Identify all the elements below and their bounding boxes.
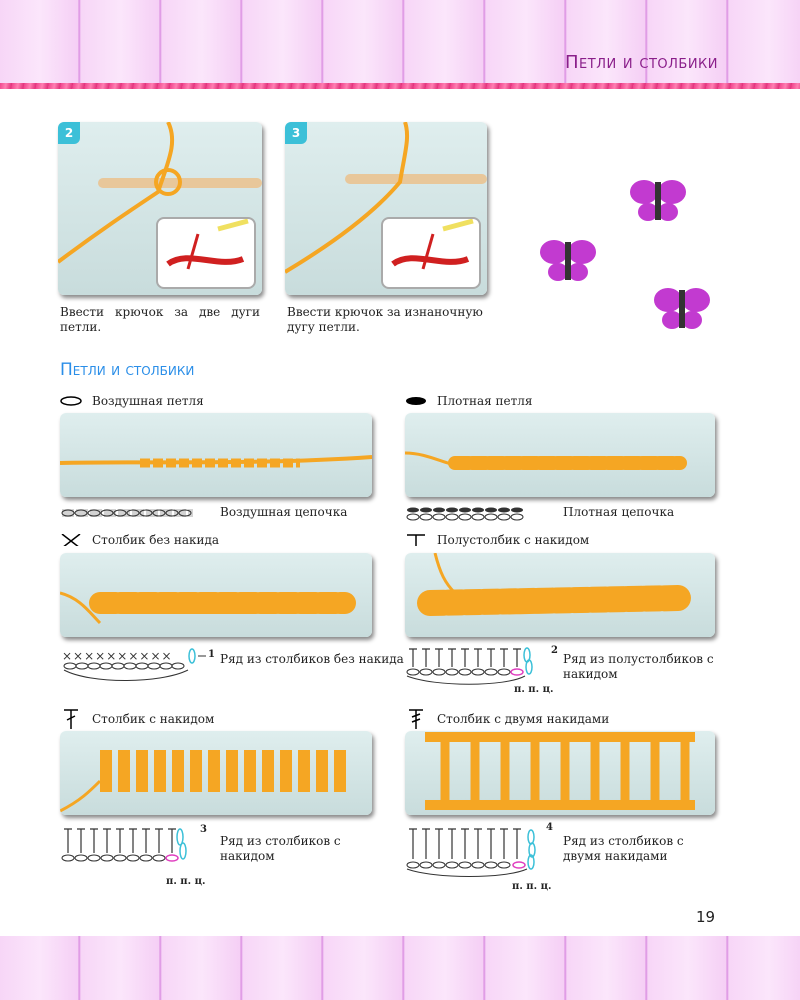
- diagram-inset: [381, 217, 481, 289]
- step-2-photo: 2: [58, 122, 262, 295]
- butterflies-decoration: [540, 180, 710, 329]
- treble-crochet-symbol-icon: [409, 709, 423, 729]
- diagram-inset: [156, 217, 256, 289]
- chain-stitch-label: Воздушная петля: [60, 394, 204, 408]
- hook-yarn-illustration: [58, 122, 262, 264]
- slip-stitch-label: Плотная петля: [405, 394, 532, 408]
- double-crochet-label: Столбик с накидом: [60, 709, 214, 729]
- row-number: 3: [200, 824, 207, 835]
- slip-stitch-symbol-icon: [406, 397, 426, 405]
- running-header-title: Петли и столбики: [565, 52, 718, 73]
- turning-chain-note: п. п. ц.: [512, 881, 552, 892]
- step-badge: 2: [58, 122, 80, 144]
- half-double-symbol-icon: [407, 534, 425, 546]
- half-double-row-label: Ряд из полустолбиков с накидом: [563, 652, 714, 681]
- turning-chain-note: п. п. ц.: [514, 684, 554, 695]
- svg-text:××××××××××: ××××××××××: [62, 649, 173, 663]
- single-crochet-symbol-icon: [61, 534, 81, 546]
- single-crochet-row-label: Ряд из столбиков без накида: [220, 652, 404, 666]
- slip-chain-diagram: [406, 507, 524, 521]
- double-crochet-symbol-icon: [64, 709, 78, 729]
- half-double-photo: [405, 553, 715, 637]
- chain-stitch-symbol-icon: [60, 396, 82, 406]
- chain-stitch-photo: [60, 413, 372, 497]
- double-crochet-row-label: Ряд из столбиков с накидом: [220, 834, 341, 863]
- slip-stitch-photo: [405, 413, 715, 497]
- treble-crochet-photo: [405, 731, 715, 815]
- single-crochet-label: Столбик без накида: [60, 533, 219, 547]
- treble-crochet-row-label: Ряд из столбиков с двумя накидами: [563, 834, 684, 863]
- treble-crochet-label: Столбик с двумя накидами: [405, 709, 609, 729]
- row-number: 4: [546, 822, 553, 833]
- hook-yarn-illustration: [285, 122, 487, 274]
- step-2-caption: Ввести крючок за две дуги петли.: [60, 305, 260, 334]
- slip-chain-diagram-label: Плотная цепочка: [563, 505, 675, 519]
- butterfly-icon: [630, 180, 686, 221]
- step-3-caption: Ввести крючок за изнаночную дугу петли.: [287, 305, 483, 334]
- step-3-photo: 3: [285, 122, 487, 295]
- single-crochet-row-diagram: ××××××××××: [62, 648, 206, 681]
- single-crochet-photo: [60, 553, 372, 637]
- header-banner: [0, 0, 800, 84]
- treble-crochet-row-diagram: [406, 828, 536, 877]
- page-number: 19: [696, 908, 716, 926]
- half-double-row-diagram: [406, 647, 533, 685]
- double-crochet-row-diagram: [61, 828, 187, 862]
- footer-banner: [0, 936, 800, 1000]
- chain-diagram: [61, 509, 193, 517]
- step-badge: 3: [285, 122, 307, 144]
- section-title: Петли и столбики: [60, 360, 195, 380]
- butterfly-icon: [540, 240, 596, 281]
- turning-chain-note: п. п. ц.: [166, 876, 206, 887]
- row-number: 2: [551, 645, 558, 656]
- row-number: 1: [208, 649, 215, 660]
- half-double-label: Полустолбик с накидом: [405, 533, 589, 547]
- chain-diagram-label: Воздушная цепочка: [220, 505, 348, 519]
- header-rope-divider: [0, 83, 800, 89]
- double-crochet-photo: [60, 731, 372, 815]
- butterfly-icon: [654, 288, 710, 329]
